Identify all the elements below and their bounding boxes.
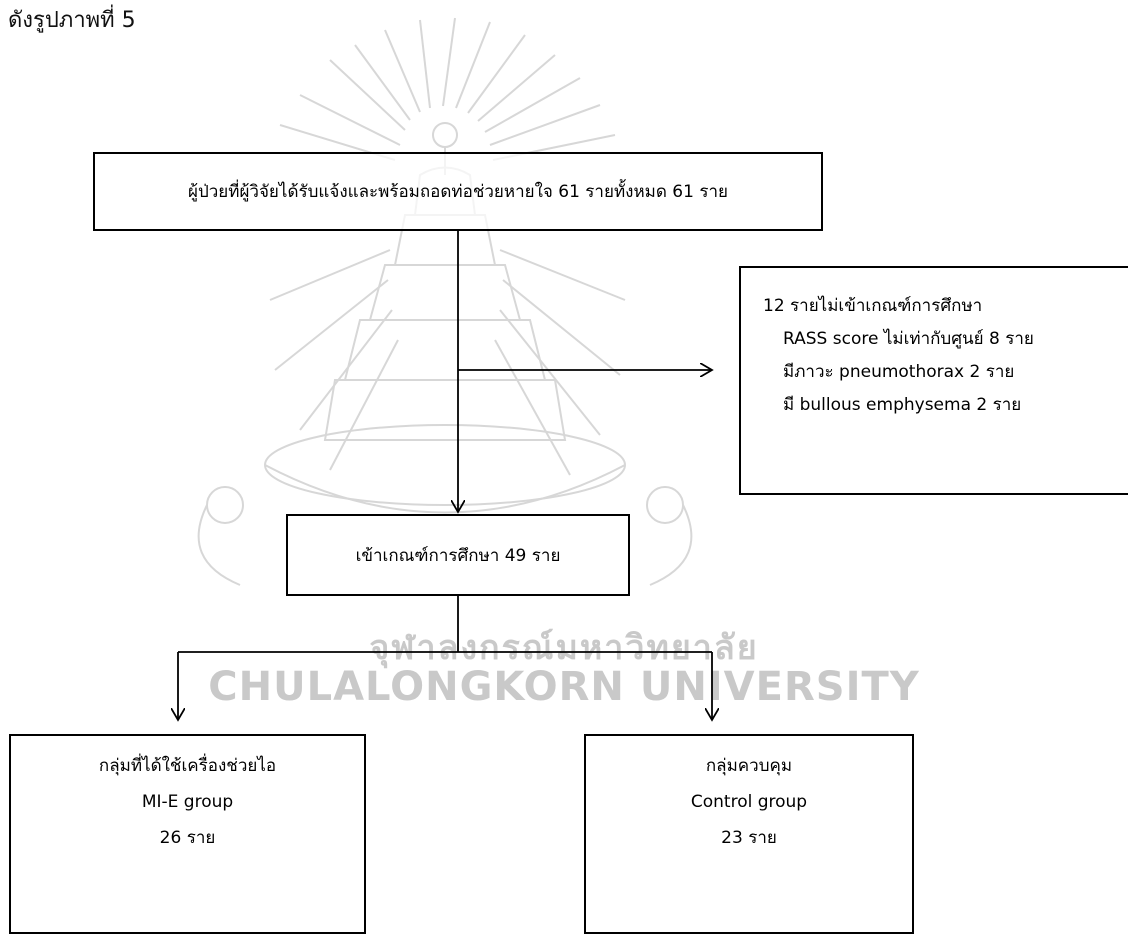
included-patients-text: เข้าเกณฑ์การศึกษา 49 ราย xyxy=(355,545,561,566)
mie-group-box: กลุ่มที่ได้ใช้เครื่องช่วยไอ MI-E group 2… xyxy=(9,734,366,934)
control-group-box: กลุ่มควบคุม Control group 23 ราย xyxy=(584,734,914,934)
excluded-reason: มีภาวะ pneumothorax 2 ราย xyxy=(783,362,1015,382)
mie-group-name: MI-E group xyxy=(141,792,234,812)
page-heading: ดังรูปภาพที่ 5 xyxy=(8,8,136,33)
excluded-reason: มี bullous emphysema 2 ราย xyxy=(783,395,1022,415)
included-patients-box: เข้าเกณฑ์การศึกษา 49 ราย xyxy=(286,514,630,596)
total-patients-text: ผู้ป่วยที่ผู้วิจัยได้รับแจ้งและพร้อมถอดท… xyxy=(188,182,728,202)
control-group-name: Control group xyxy=(690,792,808,812)
excluded-title: 12 รายไม่เข้าเกณฑ์การศึกษา xyxy=(763,296,983,316)
control-group-count: 23 ราย xyxy=(721,828,777,848)
control-group-title: กลุ่มควบคุม xyxy=(705,756,793,776)
excluded-patients-box: 12 รายไม่เข้าเกณฑ์การศึกษา RASS score ไม… xyxy=(739,266,1128,495)
total-patients-box: ผู้ป่วยที่ผู้วิจัยได้รับแจ้งและพร้อมถอดท… xyxy=(93,152,823,231)
excluded-reason: RASS score ไม่เท่ากับศูนย์ 8 ราย xyxy=(783,329,1034,349)
mie-group-count: 26 ราย xyxy=(159,828,216,848)
mie-group-title: กลุ่มที่ได้ใช้เครื่องช่วยไอ xyxy=(98,756,277,776)
